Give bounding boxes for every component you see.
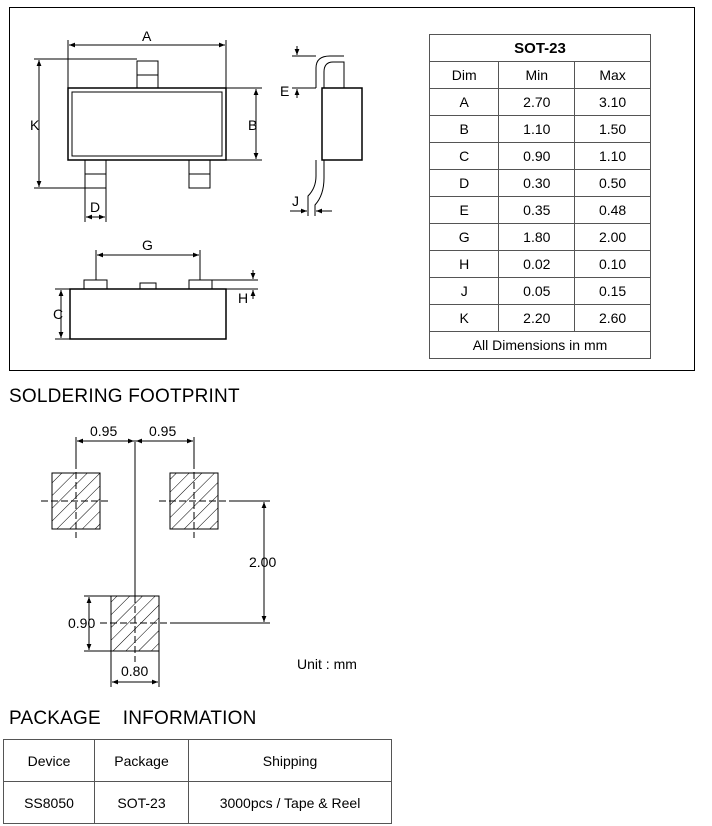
header-shipping: Shipping xyxy=(188,739,392,782)
cell-max: 0.50 xyxy=(574,169,651,197)
label-d: D xyxy=(90,199,100,215)
cell-min: 1.80 xyxy=(498,223,576,251)
cell-dim: C xyxy=(428,142,500,170)
table-row: E 0.35 0.48 xyxy=(428,196,651,224)
footprint-dim-pad-height: 0.90 xyxy=(68,615,95,631)
dimensions-table-footer: All Dimensions in mm xyxy=(429,331,651,359)
cell-min: 0.35 xyxy=(498,196,576,224)
cell-min: 0.05 xyxy=(498,277,576,305)
unit-label: Unit : mm xyxy=(297,656,357,672)
cell-dim: G xyxy=(428,223,500,251)
table-row: D 0.30 0.50 xyxy=(428,169,651,197)
cell-dim: B xyxy=(428,115,500,143)
cell-dim: A xyxy=(428,88,500,116)
header-min: Min xyxy=(498,61,576,89)
dimensions-table-header: Dim Min Max xyxy=(428,61,651,89)
table-row: G 1.80 2.00 xyxy=(428,223,651,251)
table-row: B 1.10 1.50 xyxy=(428,115,651,143)
cell-min: 2.70 xyxy=(498,88,576,116)
label-b: B xyxy=(248,117,257,133)
cell-dim: K xyxy=(428,304,500,332)
cell-dim: J xyxy=(428,277,500,305)
cell-max: 2.60 xyxy=(574,304,651,332)
label-k: K xyxy=(30,117,40,133)
table-row: K 2.20 2.60 xyxy=(428,304,651,332)
label-h: H xyxy=(238,290,248,306)
footprint-drawing xyxy=(41,437,270,687)
footprint-dim-pad-width: 0.80 xyxy=(121,663,148,679)
cell-max: 0.15 xyxy=(574,277,651,305)
cell-min: 0.90 xyxy=(498,142,576,170)
table-row: J 0.05 0.15 xyxy=(428,277,651,305)
footprint-dim-left-pitch: 0.95 xyxy=(90,423,117,439)
table-row: SS8050 SOT-23 3000pcs / Tape & Reel xyxy=(3,781,392,824)
cell-dim: D xyxy=(428,169,500,197)
table-row: H 0.02 0.10 xyxy=(428,250,651,278)
top-view xyxy=(34,40,262,222)
cell-min: 2.20 xyxy=(498,304,576,332)
package-information-title: PACKAGE INFORMATION xyxy=(9,708,257,729)
dimensions-table-title: SOT-23 xyxy=(429,34,651,62)
table-row: C 0.90 1.10 xyxy=(428,142,651,170)
cell-max: 0.10 xyxy=(574,250,651,278)
cell-min: 1.10 xyxy=(498,115,576,143)
header-package: Package xyxy=(94,739,189,782)
label-j: J xyxy=(292,193,299,209)
label-e: E xyxy=(280,83,289,99)
package-table-header: Device Package Shipping xyxy=(3,739,392,782)
cell-package: SOT-23 xyxy=(94,781,189,824)
table-row: A 2.70 3.10 xyxy=(428,88,651,116)
cell-max: 3.10 xyxy=(574,88,651,116)
soldering-footprint-title: SOLDERING FOOTPRINT xyxy=(9,386,240,407)
label-a: A xyxy=(142,28,152,44)
cell-shipping: 3000pcs / Tape & Reel xyxy=(188,781,392,824)
cell-max: 0.48 xyxy=(574,196,651,224)
cell-dim: E xyxy=(428,196,500,224)
front-view xyxy=(55,250,258,340)
header-dim: Dim xyxy=(428,61,500,89)
footprint-dim-vertical: 2.00 xyxy=(249,554,276,570)
footprint-dim-right-pitch: 0.95 xyxy=(149,423,176,439)
cell-max: 1.50 xyxy=(574,115,651,143)
cell-max: 1.10 xyxy=(574,142,651,170)
cell-min: 0.30 xyxy=(498,169,576,197)
label-c: C xyxy=(53,306,63,322)
cell-min: 0.02 xyxy=(498,250,576,278)
outline-drawing-frame xyxy=(9,7,695,371)
cell-max: 2.00 xyxy=(574,223,651,251)
cell-device: SS8050 xyxy=(3,781,95,824)
header-max: Max xyxy=(574,61,651,89)
header-device: Device xyxy=(3,739,95,782)
dimensions-table: SOT-23 Dim Min Max A 2.70 3.10 B 1.10 1.… xyxy=(428,34,651,359)
label-g: G xyxy=(142,237,153,253)
side-view xyxy=(290,46,363,216)
package-information-table: Device Package Shipping SS8050 SOT-23 30… xyxy=(3,739,392,824)
cell-dim: H xyxy=(428,250,500,278)
